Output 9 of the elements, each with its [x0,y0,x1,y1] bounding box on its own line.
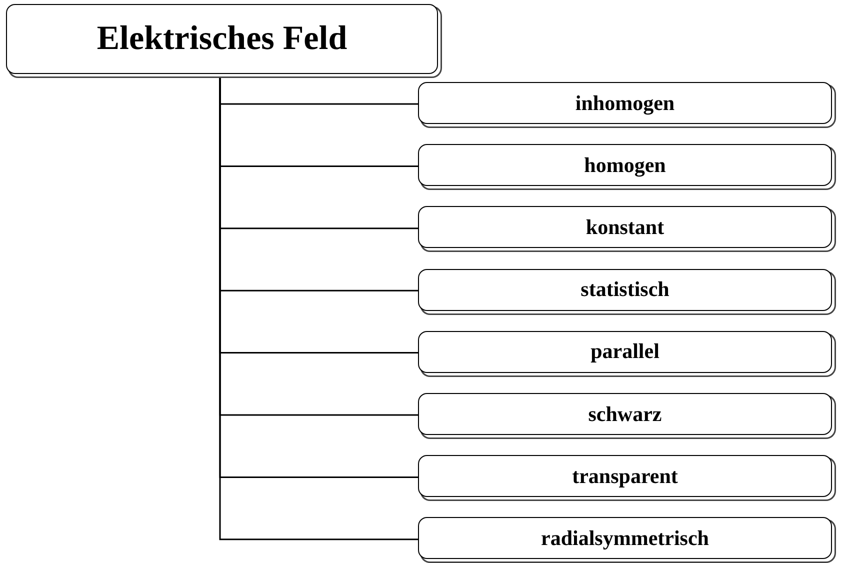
node-label: homogen [584,152,666,178]
node-label: konstant [586,214,664,240]
node-label: radialsymmetrisch [541,526,709,551]
node-label: inhomogen [575,90,675,116]
node-label: Elektrisches Feld [96,20,348,58]
node-label: transparent [572,464,678,489]
node-label: schwarz [588,402,662,426]
node-label: parallel [590,339,660,364]
node-label: statistisch [580,277,670,302]
